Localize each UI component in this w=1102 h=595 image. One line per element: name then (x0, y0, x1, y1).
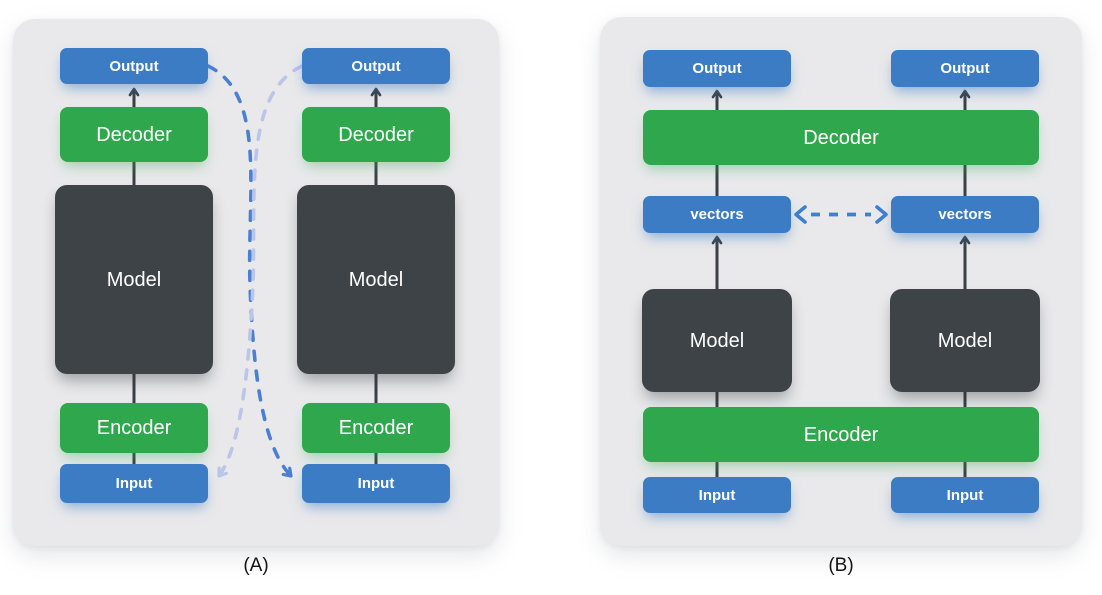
decoder-label: Decoder (803, 126, 879, 149)
encoder-box: Encoder (302, 403, 450, 453)
decoder-label: Decoder (338, 123, 414, 146)
caption-b: (B) (828, 555, 854, 576)
input-box: Input (302, 464, 450, 503)
model-box: Model (297, 185, 455, 374)
output-label: Output (109, 57, 159, 75)
encoder-label: Encoder (803, 423, 879, 446)
input-label: Input (115, 475, 153, 492)
input-label: Input (946, 486, 984, 504)
vectors-label: vectors (690, 206, 744, 223)
output-box: Output (302, 48, 450, 84)
cross-arrow-light (217, 64, 304, 478)
vectors-box: vectors (891, 196, 1039, 233)
input-label: Input (698, 486, 736, 504)
decoder-label: Decoder (96, 123, 172, 146)
model-box: Model (642, 289, 792, 392)
exchange-arrow-left-head (794, 205, 807, 224)
exchange-arrow (794, 205, 888, 224)
input-label: Input (357, 475, 395, 492)
input-box: Input (60, 464, 208, 503)
decoder-box: Decoder (60, 107, 208, 162)
model-label: Model (937, 329, 993, 352)
model-label: Model (106, 268, 162, 291)
caption-a: (A) (243, 555, 269, 576)
exchange-arrow-right-head (875, 205, 888, 224)
output-box: Output (643, 50, 791, 87)
model-label: Model (689, 329, 745, 352)
cross-arrow-dark (206, 64, 293, 478)
vectors-label: vectors (938, 206, 992, 223)
encoder-label: Encoder (338, 417, 414, 439)
decoder-box: Decoder (302, 107, 450, 162)
encoder-box: Encoder (60, 403, 208, 453)
shared-decoder-box: Decoder (643, 110, 1039, 165)
vectors-box: vectors (643, 196, 791, 233)
panel-b-arrow-overlay (711, 89, 971, 477)
panel-a: Output Decoder Model Encoder Input Outpu… (13, 19, 499, 546)
shared-encoder-box: Encoder (643, 407, 1039, 462)
output-label: Output (940, 60, 990, 77)
model-box: Model (55, 185, 213, 374)
output-box: Output (60, 48, 208, 84)
panel-b: Output Output Decoder vectors vectors Mo… (600, 17, 1082, 546)
output-box: Output (891, 50, 1039, 87)
input-box: Input (891, 477, 1039, 513)
output-label: Output (351, 57, 401, 75)
model-label: Model (348, 268, 404, 291)
output-label: Output (692, 60, 742, 77)
model-box: Model (890, 289, 1040, 392)
input-box: Input (643, 477, 791, 513)
encoder-label: Encoder (96, 417, 172, 439)
